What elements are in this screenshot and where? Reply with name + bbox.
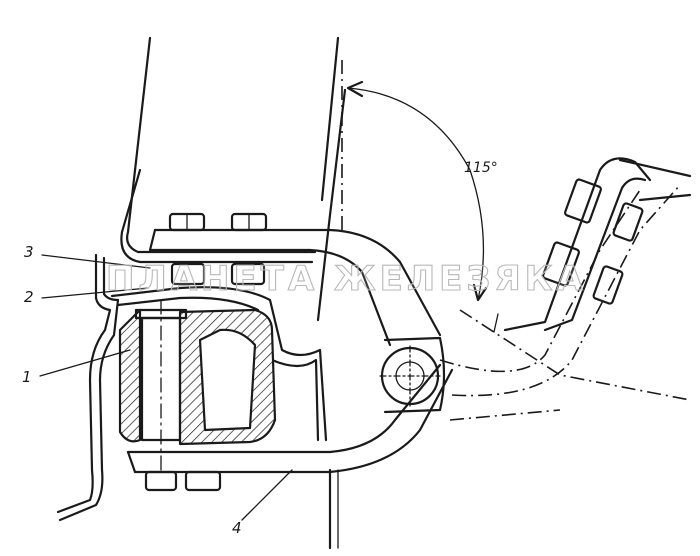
open-leaf	[503, 157, 692, 332]
open-bolt-top	[564, 178, 644, 242]
body-pillar-panel	[120, 36, 317, 264]
bottom-bolt-right	[184, 470, 222, 492]
bushing-pin	[134, 299, 188, 471]
open-door-position	[439, 184, 691, 421]
top-bolt-right	[230, 212, 268, 232]
open-bolt-bottom	[542, 241, 624, 305]
nut-right	[230, 262, 266, 286]
angle-label: 115°	[464, 160, 498, 176]
hinge-knuckle	[379, 336, 446, 414]
upper-hinge-leaf	[148, 228, 442, 347]
door-outer-flange	[56, 253, 120, 522]
bottom-bolt-left	[144, 470, 178, 492]
leader-line-1	[39, 349, 131, 377]
top-bolt-left	[168, 212, 206, 232]
leader-line-3	[41, 254, 151, 269]
angle-arc	[346, 80, 499, 333]
lower-hinge-leaf	[126, 363, 454, 474]
rubber-bushing	[118, 308, 277, 446]
part-label-2: 2	[24, 288, 34, 306]
door-panel	[316, 36, 347, 550]
nut-left	[170, 262, 206, 286]
leader-line-4	[241, 469, 293, 521]
part-label-4: 4	[232, 519, 242, 537]
part-label-1: 1	[22, 368, 32, 386]
watermark-text: ПЛАНЕТА ЖЕЛЕЗЯКА	[106, 259, 587, 299]
leader-line-2	[41, 287, 149, 299]
part-label-3: 3	[24, 243, 34, 261]
